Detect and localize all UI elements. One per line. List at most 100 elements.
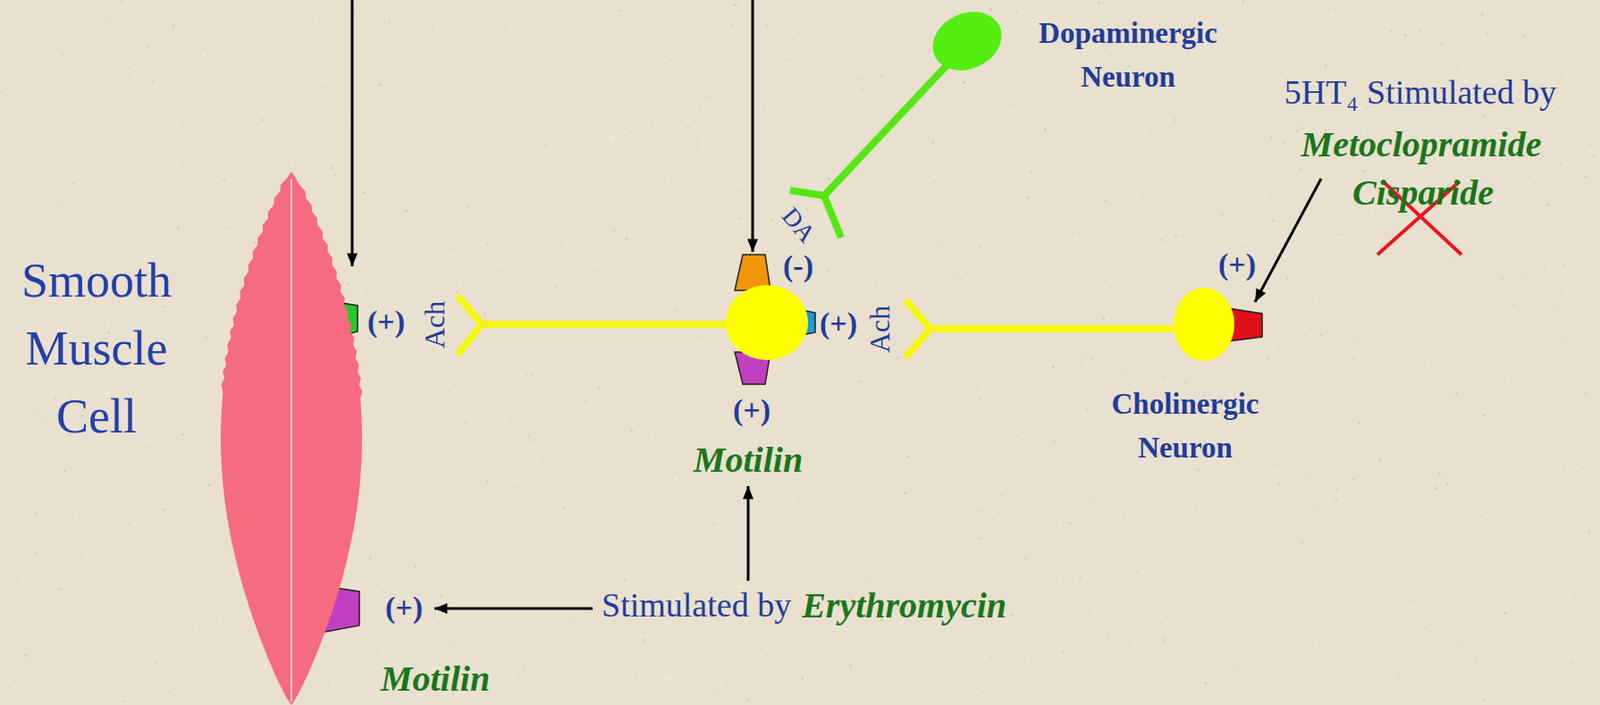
paper-speck <box>732 69 734 71</box>
paper-speck <box>631 131 634 135</box>
paper-speck <box>952 443 954 445</box>
paper-speck <box>90 508 93 511</box>
paper-speck <box>190 155 193 158</box>
paper-speck <box>193 142 195 144</box>
paper-speck <box>1323 610 1326 613</box>
paper-speck <box>670 177 673 180</box>
paper-speck <box>1024 557 1028 561</box>
paper-speck <box>1243 538 1246 540</box>
paper-speck <box>741 693 743 696</box>
paper-speck <box>1024 398 1027 401</box>
paper-speck <box>1170 95 1173 98</box>
paper-speck <box>1375 643 1379 647</box>
paper-speck <box>977 673 981 677</box>
paper-speck <box>836 363 839 366</box>
paper-speck <box>1479 276 1482 278</box>
paper-speck <box>136 75 140 78</box>
paper-speck <box>173 225 176 228</box>
paper-speck <box>514 258 518 262</box>
paper-speck <box>1161 238 1164 242</box>
paper-speck <box>1390 477 1393 480</box>
paper-speck <box>1330 12 1334 16</box>
paper-speck <box>1102 318 1105 321</box>
paper-speck <box>718 541 722 545</box>
paper-speck <box>1018 649 1019 651</box>
paper-speck <box>1092 218 1095 222</box>
paper-speck <box>345 185 347 187</box>
paper-speck <box>705 95 708 98</box>
cholinergic-neuron-outline <box>1173 287 1235 362</box>
paper-speck <box>404 209 409 213</box>
paper-speck <box>976 508 980 512</box>
paper-speck <box>774 131 777 134</box>
paper-speck <box>127 75 129 77</box>
paper-speck <box>1323 64 1327 68</box>
paper-speck <box>336 673 338 675</box>
paper-speck <box>1532 16 1536 19</box>
paper-speck <box>1310 174 1312 176</box>
paper-speck <box>417 19 421 23</box>
paper-speck <box>1171 633 1173 635</box>
paper-speck <box>1295 129 1299 134</box>
paper-speck <box>215 81 218 84</box>
paper-speck <box>34 512 39 516</box>
paper-speck <box>24 654 28 658</box>
paper-speck <box>109 139 112 143</box>
paper-speck <box>202 646 205 649</box>
paper-speck <box>1526 39 1528 41</box>
paper-speck <box>182 161 185 164</box>
paper-speck <box>1389 373 1391 376</box>
paper-speck <box>1201 89 1204 92</box>
paper-speck <box>990 84 993 86</box>
paper-speck <box>661 548 664 551</box>
paper-speck <box>1271 230 1274 234</box>
paper-speck <box>1107 632 1110 635</box>
paper-speck <box>660 63 663 66</box>
paper-speck <box>1424 627 1427 630</box>
paper-speck <box>194 62 196 64</box>
paper-speck <box>650 434 654 438</box>
paper-speck <box>1097 1 1101 5</box>
paper-speck <box>880 74 884 77</box>
paper-speck <box>648 199 650 202</box>
paper-speck <box>992 144 995 148</box>
paper-speck <box>163 508 167 512</box>
paper-speck <box>999 475 1002 478</box>
paper-speck <box>1552 304 1555 307</box>
paper-speck <box>1274 541 1276 543</box>
paper-speck <box>1559 289 1562 292</box>
paper-speck <box>172 24 176 27</box>
paper-speck <box>114 686 117 689</box>
paper-speck <box>909 255 911 258</box>
paper-speck <box>204 336 207 338</box>
paper-speck <box>907 454 910 458</box>
paper-speck <box>1164 622 1168 625</box>
paper-speck <box>1214 215 1218 219</box>
paper-speck <box>780 20 783 23</box>
paper-speck <box>1189 660 1193 664</box>
paper-speck <box>502 50 505 53</box>
agent-name: Metoclopramide <box>1301 124 1542 166</box>
paper-speck <box>146 108 149 110</box>
paper-speck <box>1063 631 1066 634</box>
paper-speck <box>1283 141 1287 144</box>
paper-speck <box>167 690 170 693</box>
axon-terminal <box>905 328 931 358</box>
paper-speck <box>1418 30 1422 34</box>
paper-speck <box>585 357 588 360</box>
paper-speck <box>451 646 454 649</box>
paper-speck <box>213 227 215 229</box>
paper-speck <box>1430 641 1432 644</box>
paper-speck <box>1293 496 1296 499</box>
paper-speck <box>996 517 1000 521</box>
dopamine-receptor <box>734 254 771 291</box>
paper-speck <box>768 581 772 584</box>
paper-speck <box>995 462 997 464</box>
paper-speck <box>639 536 640 538</box>
paper-speck <box>422 409 425 412</box>
paper-speck <box>440 364 444 368</box>
paper-speck <box>1174 362 1178 365</box>
paper-speck <box>0 648 1 651</box>
paper-speck <box>740 217 743 220</box>
